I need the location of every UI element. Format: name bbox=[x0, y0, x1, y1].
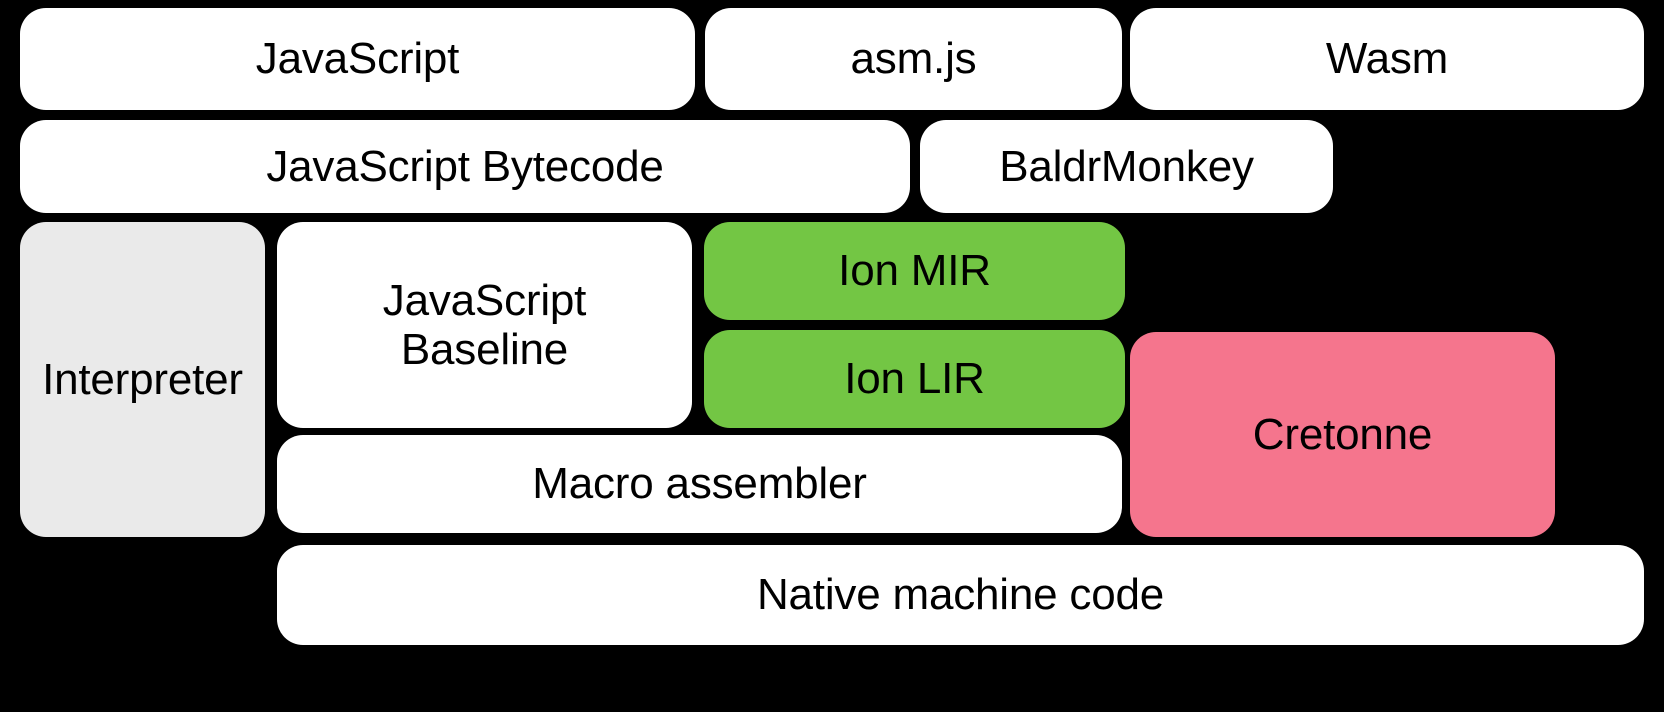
node-label-ion-mir: Ion MIR bbox=[838, 246, 991, 296]
node-ion-lir[interactable]: Ion LIR bbox=[704, 330, 1125, 428]
node-label-baldrmonkey: BaldrMonkey bbox=[999, 141, 1254, 191]
node-wasm[interactable]: Wasm bbox=[1130, 8, 1644, 110]
node-label-javascript-baseline: JavaScript Baseline bbox=[382, 275, 587, 374]
node-javascript-baseline[interactable]: JavaScript Baseline bbox=[277, 222, 692, 428]
node-label-ion-lir: Ion LIR bbox=[844, 354, 985, 404]
node-ion-mir[interactable]: Ion MIR bbox=[704, 222, 1125, 320]
node-label-cretonne: Cretonne bbox=[1252, 409, 1433, 459]
node-macro-assembler[interactable]: Macro assembler bbox=[277, 435, 1122, 533]
node-label-asmjs: asm.js bbox=[850, 34, 977, 84]
node-javascript-bytecode[interactable]: JavaScript Bytecode bbox=[20, 120, 910, 213]
node-label-interpreter: Interpreter bbox=[42, 354, 243, 404]
node-cretonne[interactable]: Cretonne bbox=[1130, 332, 1555, 537]
node-interpreter[interactable]: Interpreter bbox=[20, 222, 265, 537]
node-label-javascript-bytecode: JavaScript Bytecode bbox=[266, 141, 664, 191]
node-baldrmonkey[interactable]: BaldrMonkey bbox=[920, 120, 1333, 213]
node-native-machine-code[interactable]: Native machine code bbox=[277, 545, 1644, 645]
node-label-macro-assembler: Macro assembler bbox=[532, 459, 867, 509]
node-label-wasm: Wasm bbox=[1325, 34, 1449, 84]
node-label-javascript: JavaScript bbox=[255, 34, 460, 84]
node-asmjs[interactable]: asm.js bbox=[705, 8, 1122, 110]
node-javascript[interactable]: JavaScript bbox=[20, 8, 695, 110]
node-label-native-machine-code: Native machine code bbox=[756, 570, 1165, 620]
